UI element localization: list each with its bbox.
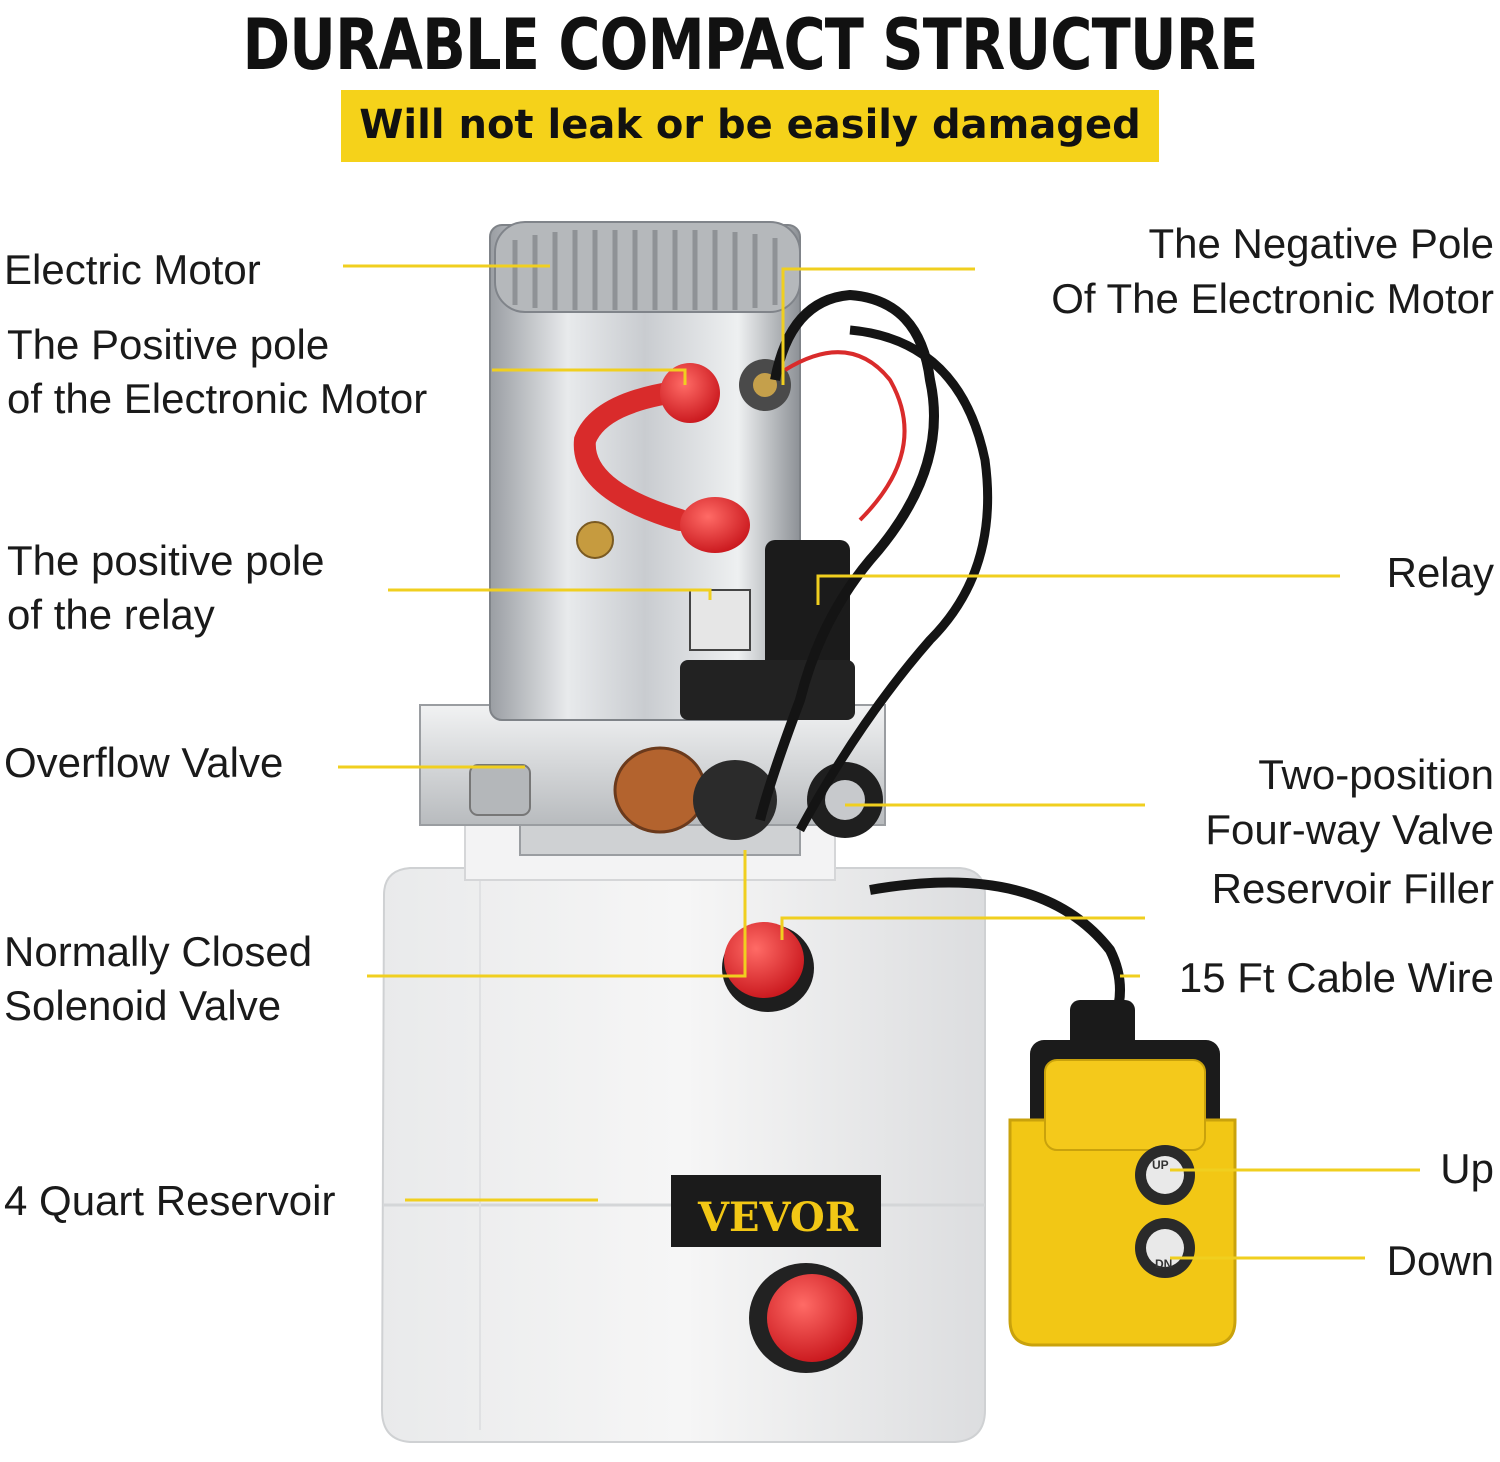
button-down-text: DN xyxy=(1155,1257,1173,1271)
pendant-controller xyxy=(1008,1000,1237,1347)
label-up: Up xyxy=(1440,1145,1494,1192)
leader-positive-pole-motor xyxy=(492,368,687,385)
leader-relay xyxy=(816,574,1340,605)
label-relay: Relay xyxy=(1386,549,1494,596)
brand-logo-text: VEVOR xyxy=(698,1194,858,1241)
subtitle-text: Will not leak or be easily damaged xyxy=(359,102,1141,148)
subtitle-banner-text-wrap: Will not leak or be easily damaged xyxy=(341,90,1159,162)
label-down: Down xyxy=(1386,1237,1494,1284)
leader-reservoir-filler xyxy=(780,916,1145,940)
label-negative-pole-line1: The Negative Pole xyxy=(1148,220,1494,267)
valve-block xyxy=(419,704,886,856)
leader-negative-pole xyxy=(781,267,975,385)
label-positive-pole-motor-line1: The Positive pole xyxy=(7,321,330,368)
electric-motor-body xyxy=(489,221,801,721)
positive-cable xyxy=(573,379,701,531)
subtitle-banner xyxy=(341,90,1159,162)
page-title: DURABLE COMPACT STRUCTURE xyxy=(242,4,1258,86)
label-electric-motor: Electric Motor xyxy=(4,246,261,293)
label-cable-wire: 15 Ft Cable Wire xyxy=(1178,954,1494,1001)
label-solenoid-valve-line2: Solenoid Valve xyxy=(4,982,282,1029)
leader-lines xyxy=(338,264,1420,1260)
label-positive-pole-relay-line1: The positive pole xyxy=(7,537,325,584)
leader-positive-pole-relay xyxy=(388,588,712,600)
label-solenoid-valve-line1: Normally Closed xyxy=(4,928,313,975)
drain-plug xyxy=(749,1263,863,1373)
label-four-way-valve-line2: Four-way Valve xyxy=(1205,806,1494,853)
leader-solenoid-valve xyxy=(367,850,747,978)
button-up-text: UP xyxy=(1152,1158,1169,1172)
reservoir-tank xyxy=(380,867,986,1443)
label-reservoir-filler: Reservoir Filler xyxy=(1211,865,1494,912)
black-cable-2 xyxy=(796,325,993,833)
label-negative-pole-line2: Of The Electronic Motor xyxy=(1051,275,1494,322)
relay-terminal-cap xyxy=(680,497,750,553)
label-reservoir: 4 Quart Reservoir xyxy=(4,1177,336,1224)
label-positive-pole-relay-line2: of the relay xyxy=(7,591,215,638)
label-four-way-valve-line1: Two-position xyxy=(1258,751,1494,798)
red-wire xyxy=(783,350,907,522)
label-positive-pole-motor-line2: of the Electronic Motor xyxy=(7,375,428,422)
positive-terminal-cap xyxy=(660,363,720,423)
black-cable-1 xyxy=(755,289,939,822)
label-overflow-valve: Overflow Valve xyxy=(4,739,284,786)
brand-plate xyxy=(671,1175,881,1247)
control-cable xyxy=(869,877,1125,1033)
banner-background xyxy=(341,90,1159,162)
